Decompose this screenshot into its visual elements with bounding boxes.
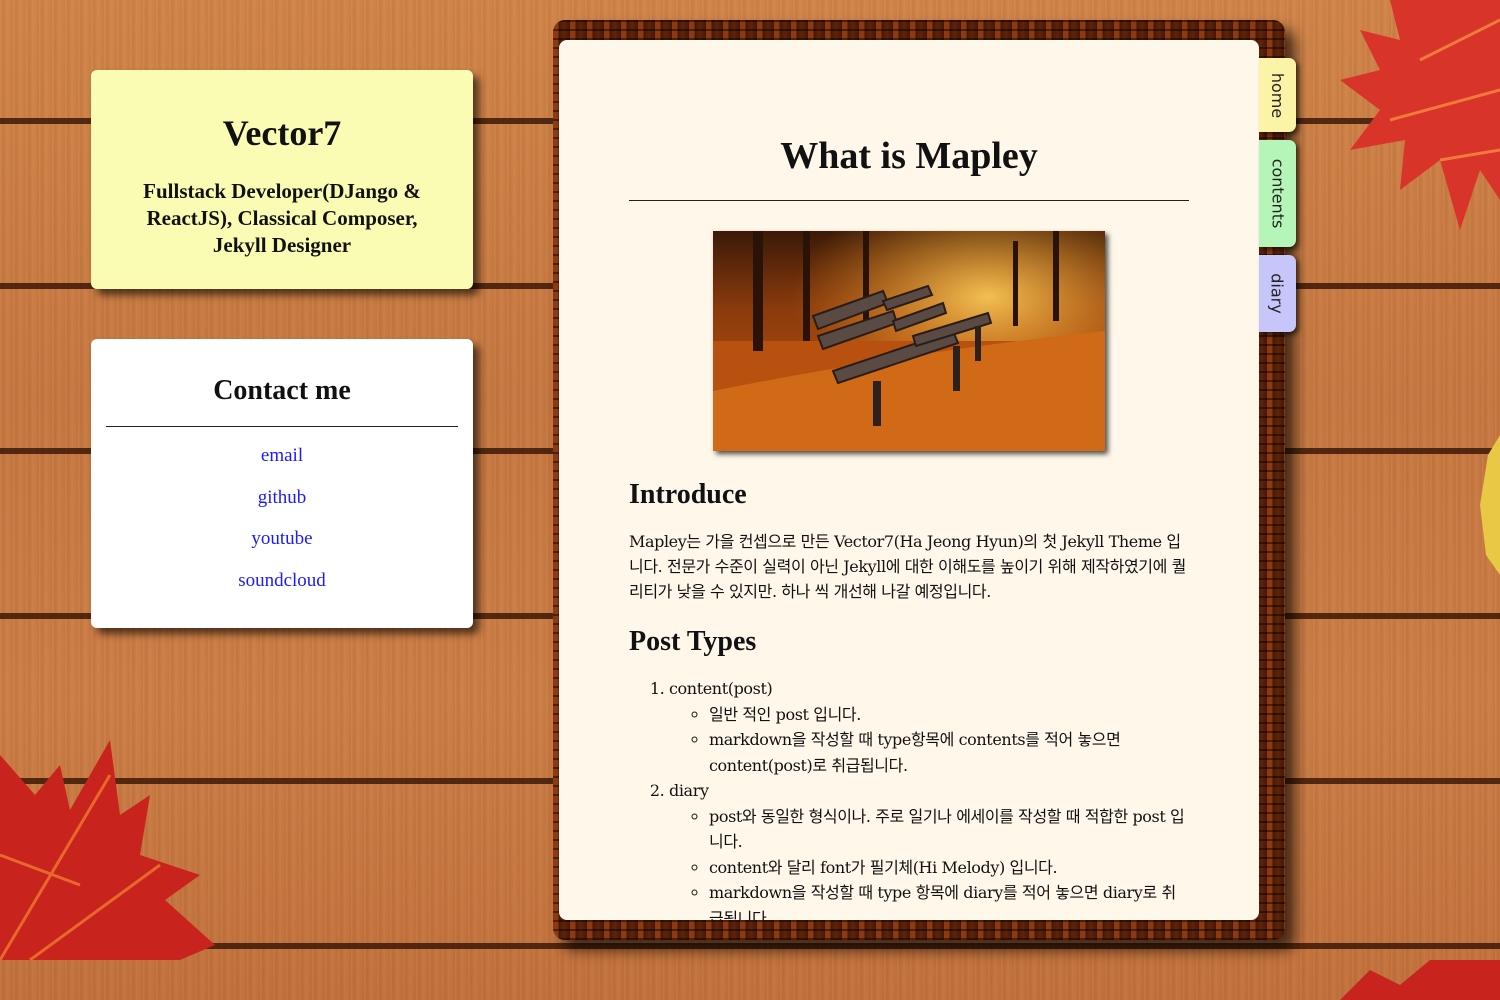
maple-leaf-top-right-icon xyxy=(1340,0,1500,230)
maple-leaf-bottom-left-icon xyxy=(0,740,215,960)
hero-image xyxy=(713,231,1105,451)
tab-home[interactable]: home xyxy=(1259,58,1296,132)
list-item: youtube xyxy=(106,528,458,570)
list-item: github xyxy=(106,487,458,529)
article-paper[interactable]: What is Mapley xyxy=(559,40,1259,920)
list-item: post와 동일한 형식이나. 주로 일기나 에세이를 작성할 때 적합한 po… xyxy=(709,804,1189,855)
github-link[interactable]: github xyxy=(257,486,307,508)
maple-leaf-bottom-right-icon xyxy=(1340,960,1500,1000)
contact-list: email github youtube soundcloud xyxy=(106,445,458,611)
post-types-list: content(post) 일반 적인 post 입니다. markdown을 … xyxy=(629,676,1189,920)
intro-paragraph: Mapley는 가을 컨셉으로 만든 Vector7(Ha Jeong Hyun… xyxy=(629,532,1186,601)
contact-card: Contact me email github youtube soundclo… xyxy=(91,339,473,628)
section-heading-post-types: Post Types xyxy=(629,626,757,657)
profile-card: Vector7 Fullstack Developer(DJango & Rea… xyxy=(91,70,473,289)
list-item: content(post) 일반 적인 post 입니다. markdown을 … xyxy=(669,676,1189,778)
list-item: markdown을 작성할 때 type 항목에 diary를 적어 놓으면 d… xyxy=(709,880,1189,920)
youtube-link[interactable]: youtube xyxy=(251,528,313,549)
sub-list: post와 동일한 형식이나. 주로 일기나 에세이를 작성할 때 적합한 po… xyxy=(669,804,1189,921)
section-heading-introduce: Introduce xyxy=(629,479,747,510)
contact-title: Contact me xyxy=(106,375,458,427)
profile-tagline: Fullstack Developer(DJango & ReactJS), C… xyxy=(143,179,421,257)
sub-list: 일반 적인 post 입니다. markdown을 작성할 때 type항목에 … xyxy=(669,702,1189,779)
list-item: 일반 적인 post 입니다. xyxy=(709,702,1189,728)
list-item: content와 달리 font가 필기체(Hi Melody) 입니다. xyxy=(709,855,1189,881)
tab-label: diary xyxy=(1268,273,1288,314)
tab-diary[interactable]: diary xyxy=(1259,255,1296,332)
post-type-label: diary xyxy=(669,781,709,800)
email-link[interactable]: email xyxy=(260,445,304,466)
list-item: diary post와 동일한 형식이나. 주로 일기나 에세이를 작성할 때 … xyxy=(669,778,1189,920)
tab-contents[interactable]: contents xyxy=(1259,140,1296,247)
list-item: email xyxy=(106,445,458,487)
post-type-label: content(post) xyxy=(669,679,773,698)
list-item: soundcloud xyxy=(106,570,458,612)
article-title: What is Mapley xyxy=(629,134,1189,201)
list-item: markdown을 작성할 때 type항목에 contents를 적어 놓으면… xyxy=(709,727,1189,778)
site-title[interactable]: Vector7 xyxy=(222,113,342,153)
tab-label: home xyxy=(1268,72,1288,118)
tab-label: contents xyxy=(1268,158,1287,229)
leaf-right-edge-icon xyxy=(1480,435,1500,575)
soundcloud-link[interactable]: soundcloud xyxy=(238,569,326,591)
